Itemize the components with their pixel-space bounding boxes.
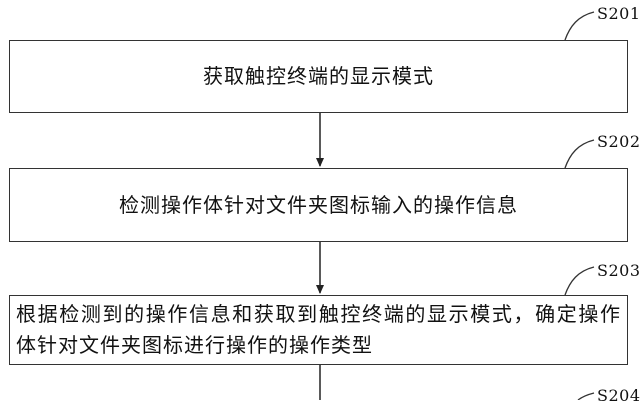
- step-text-s201: 获取触控终端的显示模式: [203, 64, 434, 88]
- leader-s204: [577, 392, 595, 400]
- step-box-s201: 获取触控终端的显示模式: [9, 40, 628, 113]
- leader-s201: [564, 11, 595, 41]
- step-label-s203: S203: [597, 261, 641, 280]
- step-text-s202: 检测操作体针对文件夹图标输入的操作信息: [119, 192, 518, 217]
- step-label-s204: S204: [597, 386, 641, 405]
- step-text-s203: 根据检测到的操作信息和获取到触控终端的显示模式，确定操作体针对文件夹图标进行操作…: [16, 302, 621, 357]
- step-box-s203: 根据检测到的操作信息和获取到触控终端的显示模式，确定操作体针对文件夹图标进行操作…: [9, 295, 628, 365]
- leader-s202: [564, 139, 595, 169]
- step-label-s202: S202: [597, 132, 641, 151]
- leader-s203: [564, 266, 595, 296]
- step-box-s202: 检测操作体针对文件夹图标输入的操作信息: [9, 168, 628, 242]
- step-label-s201: S201: [597, 4, 641, 23]
